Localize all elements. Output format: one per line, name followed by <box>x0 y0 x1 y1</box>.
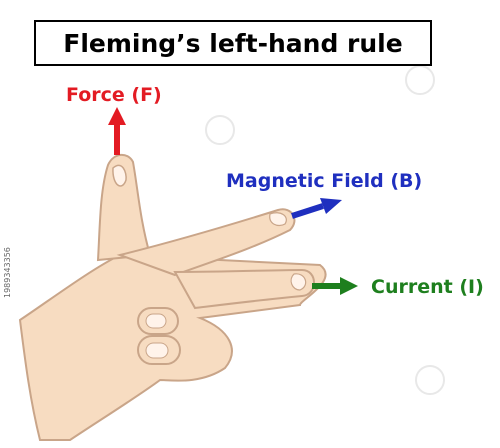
curled-nail-1 <box>145 313 167 329</box>
curled-nail-2 <box>145 342 169 359</box>
title-box: Fleming’s left-hand rule <box>34 20 432 66</box>
thumb <box>96 153 152 262</box>
arrow-up-icon <box>108 107 126 155</box>
thumb-nail <box>112 164 127 187</box>
magnetic-field-label: Magnetic Field (B) <box>226 170 423 192</box>
middle-finger <box>173 268 315 310</box>
page-title: Fleming’s left-hand rule <box>63 28 403 58</box>
force-label: Force (F) <box>66 84 162 106</box>
index-nail <box>269 212 287 227</box>
stock-id: 1989343356 <box>3 247 12 298</box>
arrow-right-icon <box>312 277 358 295</box>
arrow-up-right-icon <box>291 198 342 219</box>
current-label: Current (I) <box>371 276 484 298</box>
middle-nail <box>290 273 307 291</box>
